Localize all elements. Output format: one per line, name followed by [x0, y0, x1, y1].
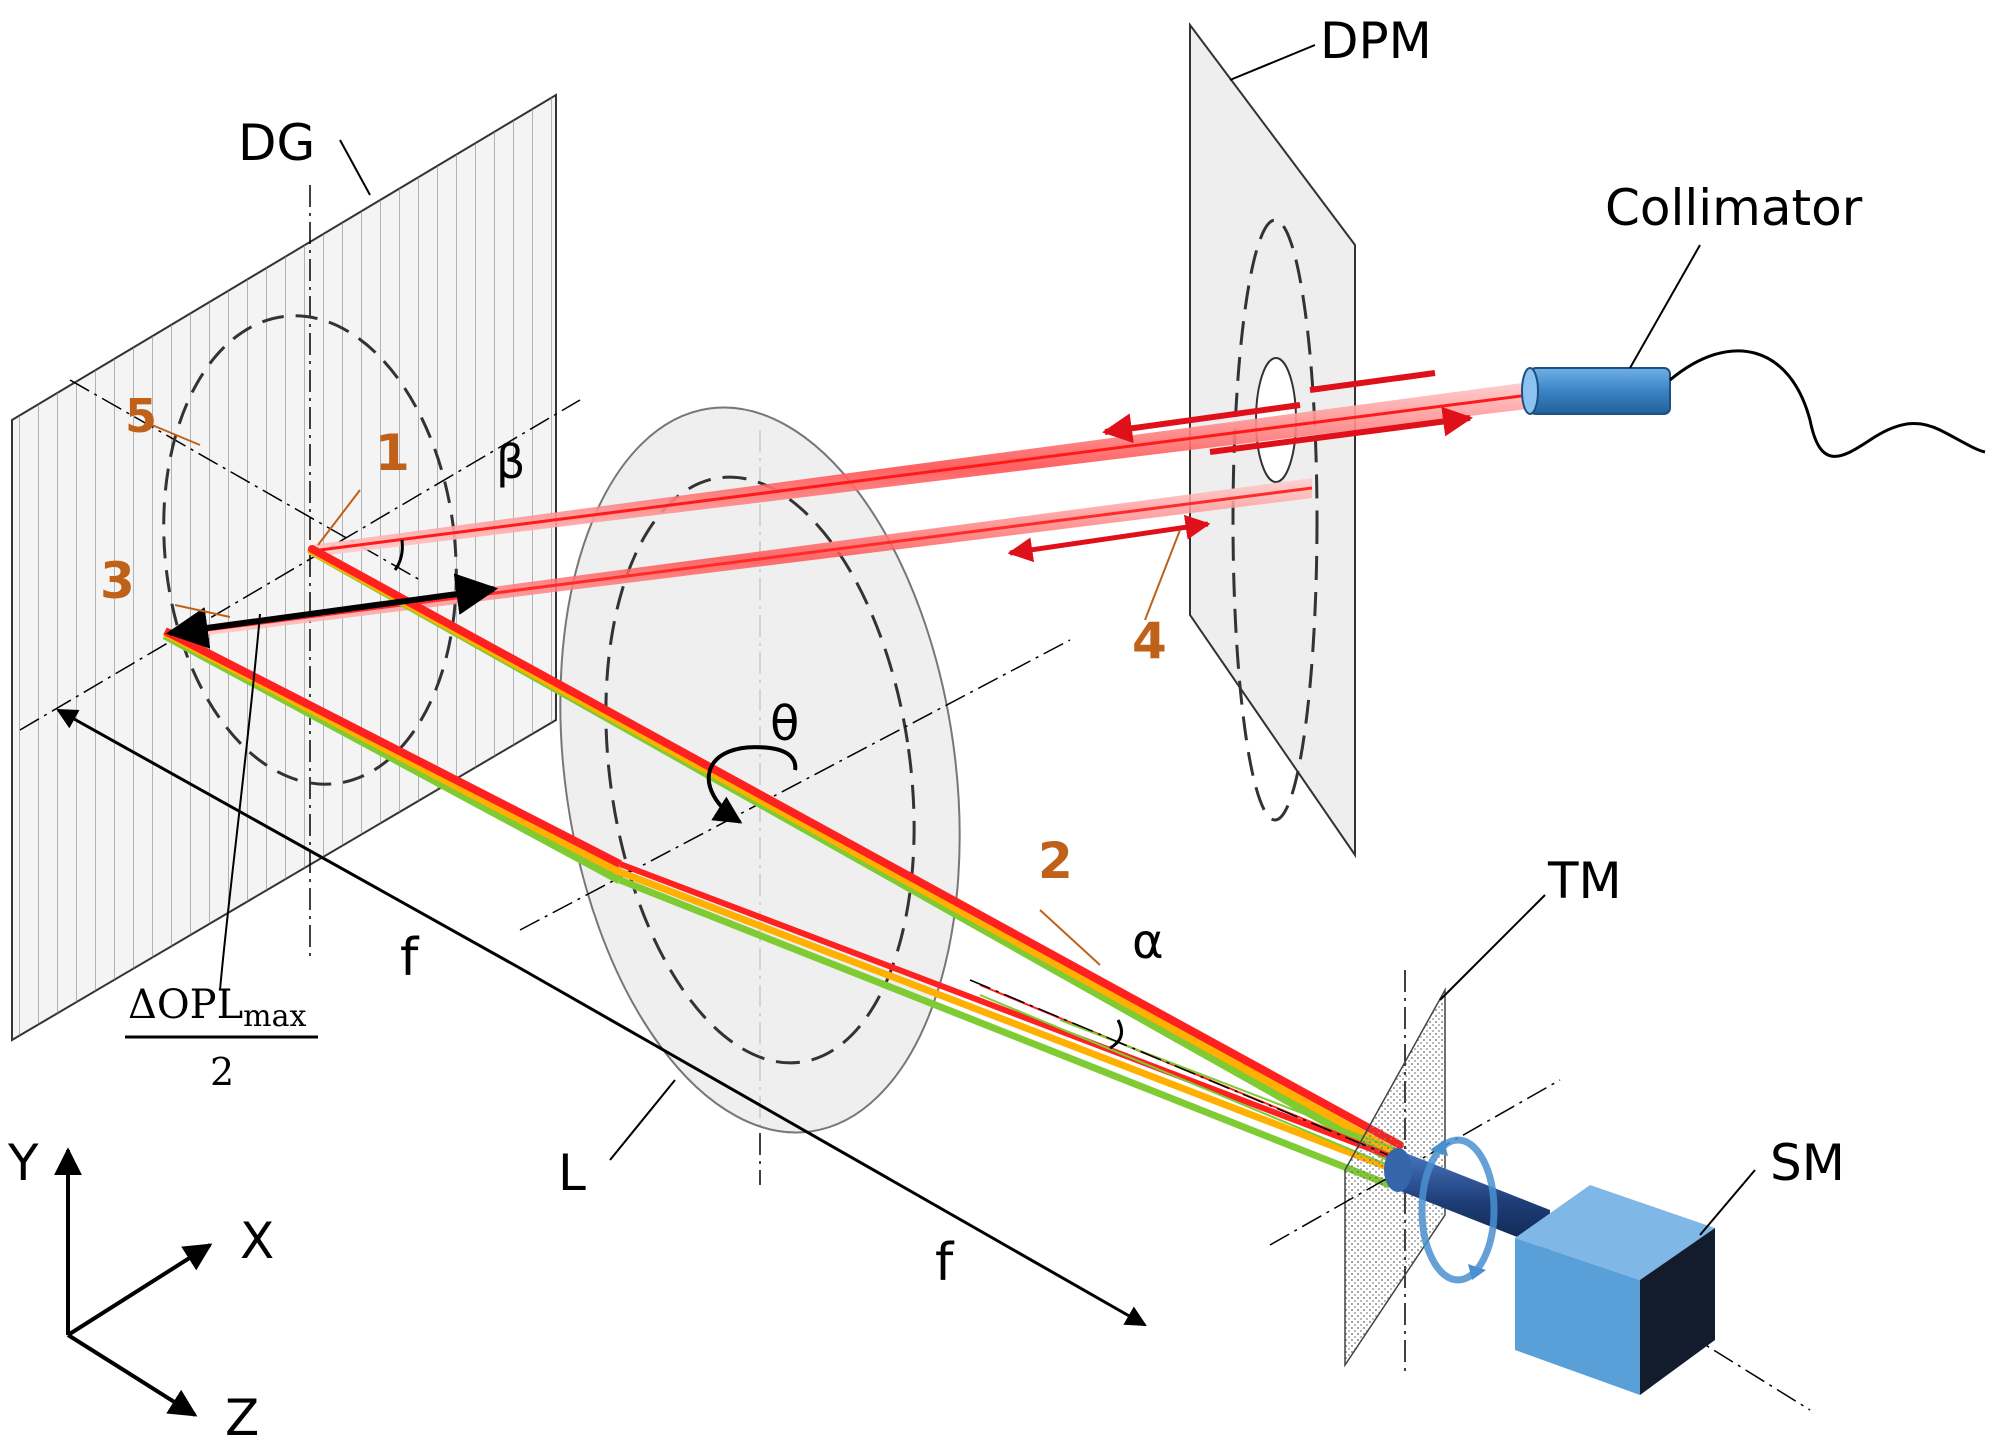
angle-marks — [393, 539, 1124, 1050]
label-lens: L — [558, 1144, 586, 1202]
label-beta: β — [496, 435, 525, 489]
focal-length-arrow — [56, 708, 1147, 1327]
lens — [519, 406, 1071, 1185]
label-theta: θ — [770, 696, 799, 752]
component-labels: DG DPM Collimator TM SM L β θ α f f Y X … — [7, 12, 1863, 1440]
label-sm: SM — [1770, 1134, 1845, 1192]
coordinate-axes — [54, 1147, 213, 1417]
collimator — [1521, 349, 1986, 458]
diffraction-grating — [11, 93, 581, 1042]
label-dpm: DPM — [1320, 12, 1432, 70]
label-dg: DG — [238, 114, 315, 172]
leader-lines — [339, 44, 1756, 1236]
label-collimator: Collimator — [1605, 179, 1863, 237]
beam-markers: 1 2 3 4 5 — [100, 389, 1167, 890]
label-axis-y: Y — [7, 1134, 39, 1192]
label-axis-x: X — [240, 1212, 274, 1270]
opl-numerator: ΔOPLmax — [128, 982, 306, 1034]
marker-4: 4 — [1132, 612, 1167, 670]
label-focal-2: f — [935, 1233, 955, 1293]
marker-3: 3 — [100, 552, 135, 610]
marker-1: 1 — [375, 424, 410, 482]
marker-2: 2 — [1038, 832, 1073, 890]
label-alpha: α — [1132, 914, 1164, 970]
label-tm: TM — [1547, 852, 1622, 910]
label-focal-1: f — [400, 928, 420, 988]
marker-leaders — [151, 424, 1181, 966]
label-axis-z: Z — [225, 1389, 259, 1440]
opl-denominator: 2 — [210, 1050, 234, 1094]
stepper-motor — [1384, 1136, 1715, 1395]
opl-arrow — [165, 573, 499, 991]
opl-fraction: ΔOPLmax 2 — [125, 982, 318, 1094]
marker-5: 5 — [125, 389, 157, 443]
